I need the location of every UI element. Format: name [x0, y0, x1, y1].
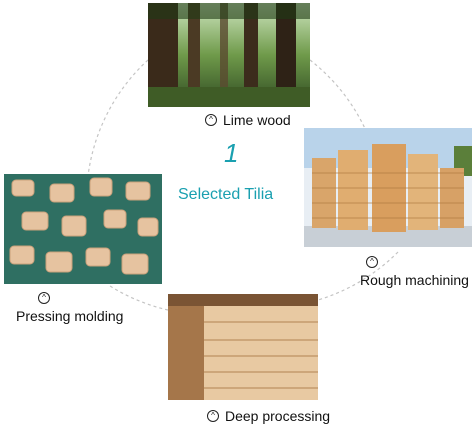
pressing-molding-text: Pressing molding — [16, 308, 124, 324]
rough-machining-label: ^ Rough machining — [360, 256, 469, 288]
deep-processing-label: ^ Deep processing — [207, 408, 330, 424]
lime-wood-text: Lime wood — [223, 112, 291, 128]
rough-machining-photo — [304, 128, 472, 247]
circled-caret-up-icon: ^ — [207, 410, 219, 422]
lime-wood-label: ^ Lime wood — [205, 112, 291, 128]
circled-caret-up-icon: ^ — [205, 114, 217, 126]
center-step-number: 1 — [224, 138, 239, 168]
center-title: Selected Tilia — [178, 186, 274, 203]
rough-machining-text: Rough machining — [360, 272, 469, 288]
pressing-molding-photo — [4, 174, 162, 284]
lime-wood-photo — [148, 3, 310, 107]
deep-processing-text: Deep processing — [225, 408, 331, 424]
circled-caret-up-icon: ^ — [38, 292, 50, 304]
circled-caret-up-icon: ^ — [366, 256, 378, 268]
pressing-molding-label: ^ Pressing molding — [16, 292, 123, 324]
deep-processing-photo — [168, 294, 318, 400]
